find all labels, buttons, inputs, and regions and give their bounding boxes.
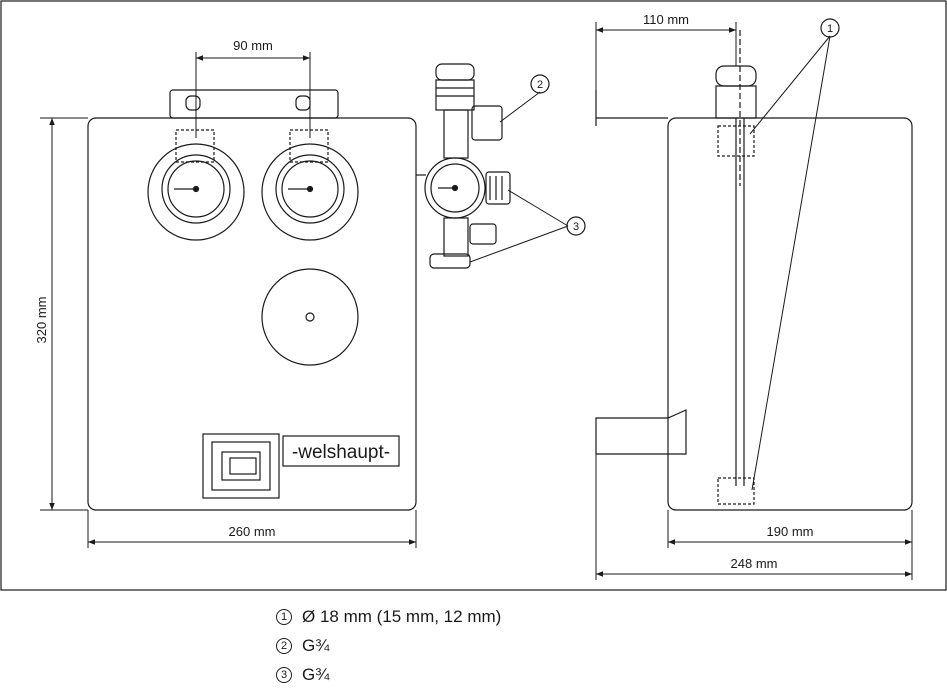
dim-depth-total: 248 mm [731, 556, 778, 571]
brand-plate [282, 435, 400, 467]
dimension-lines [40, 22, 913, 580]
callout-leaders [469, 35, 831, 491]
wall-bracket [595, 90, 668, 119]
legend-number: 3 [276, 666, 292, 683]
dim-depth-top: 110 mm [643, 12, 689, 27]
inner-pipe [717, 30, 755, 505]
legend-item: 3 G¾ [276, 660, 501, 689]
dim-height: 320 mm [34, 297, 49, 344]
legend-number: 1 [276, 608, 292, 625]
safety-valve-group [416, 63, 511, 269]
drawing-frame [0, 0, 947, 591]
housing-side [667, 117, 913, 511]
pressure-gauge-right [261, 129, 359, 241]
legend-text: G¾ [302, 635, 330, 655]
legend-text: G¾ [302, 664, 330, 684]
side-view [595, 30, 913, 511]
callout-number-3: 3 [573, 221, 579, 233]
callout-circle-3 [566, 216, 586, 236]
pressure-gauge-left [147, 129, 245, 241]
dim-depth-body: 190 mm [767, 524, 814, 539]
housing-front [87, 117, 417, 511]
brand-text: -welshaupt- [292, 442, 390, 463]
side-outlet [595, 409, 687, 455]
legend-number: 2 [276, 637, 292, 654]
main-switch [202, 433, 280, 499]
legend: 1 Ø 18 mm (15 mm, 12 mm) 2 G¾ 3 G¾ [276, 602, 501, 689]
front-view [87, 63, 511, 511]
dim-gauge-spacing: 90 mm [233, 38, 273, 53]
callout-number-2: 2 [537, 79, 543, 91]
legend-item: 2 G¾ [276, 631, 501, 660]
pump-cover [261, 268, 359, 366]
dim-width-front: 260 mm [229, 524, 276, 539]
mounting-bracket [169, 89, 339, 119]
callout-number-1: 1 [827, 23, 833, 35]
callout-circle-2 [530, 74, 550, 94]
callout-circle-1 [820, 18, 840, 38]
legend-item: 1 Ø 18 mm (15 mm, 12 mm) [276, 602, 501, 631]
legend-text: Ø 18 mm (15 mm, 12 mm) [302, 606, 502, 626]
